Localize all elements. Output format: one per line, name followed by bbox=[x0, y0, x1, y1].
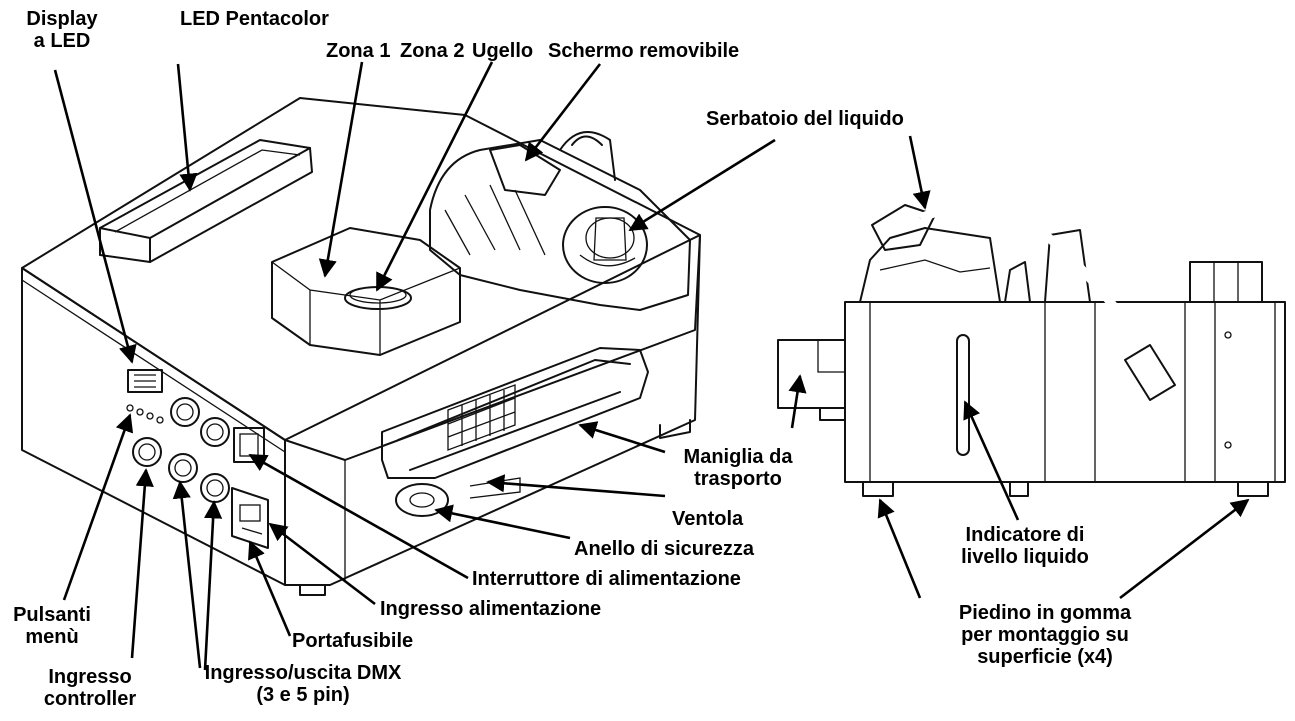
label-indicatore-line1: Indicatore di bbox=[965, 524, 1085, 546]
label-pulsanti-menu: Pulsanti menù bbox=[2, 604, 102, 648]
label-schermo-removibile: Schermo removibile bbox=[548, 40, 740, 62]
arrow-controller bbox=[130, 468, 154, 659]
label-zona1: Zona 1 bbox=[326, 40, 391, 62]
label-ingresso-alimentazione: Ingresso alimentazione bbox=[380, 598, 602, 620]
arrow-interruttore bbox=[248, 453, 469, 580]
label-display-led: Display a LED bbox=[12, 8, 112, 52]
label-pulsanti-line1: Pulsanti bbox=[13, 604, 91, 626]
label-ugello: Ugello bbox=[472, 40, 534, 62]
label-anello-sicurezza: Anello di sicurezza bbox=[574, 538, 755, 560]
label-display-line2: a LED bbox=[33, 30, 91, 52]
pointer-arrows bbox=[53, 61, 1250, 671]
arrow-schermo bbox=[524, 63, 602, 162]
label-portafusibile: Portafusibile bbox=[292, 630, 414, 652]
arrow-dmx-lower bbox=[172, 480, 202, 669]
label-piedino-line3: superficie (x4) bbox=[977, 646, 1113, 668]
label-dmx-line2: (3 e 5 pin) bbox=[256, 684, 350, 706]
arrow-indicatore bbox=[963, 400, 1020, 521]
label-zona2: Zona 2 bbox=[400, 40, 465, 62]
label-serbatoio: Serbatoio del liquido bbox=[706, 108, 904, 130]
arrow-ugello bbox=[375, 61, 494, 292]
label-dmx: Ingresso/uscita DMX (3 e 5 pin) bbox=[178, 662, 428, 706]
label-maniglia: Maniglia da trasporto bbox=[668, 446, 808, 490]
machine-side-face bbox=[284, 234, 701, 586]
arrow-piedino-right bbox=[1119, 498, 1250, 600]
arrow-piedino-left bbox=[877, 498, 922, 599]
label-interruttore: Interruttore di alimentazione bbox=[472, 568, 741, 590]
arrow-pulsanti bbox=[62, 413, 134, 601]
label-ingresso-controller: Ingresso controller bbox=[20, 666, 160, 710]
arrow-serbatoio-right bbox=[908, 135, 931, 210]
arrow-dmx-upper bbox=[203, 500, 223, 671]
arrow-portafusibile bbox=[248, 540, 292, 637]
label-maniglia-line1: Maniglia da bbox=[683, 446, 793, 468]
label-controller-line1: Ingresso bbox=[48, 666, 132, 688]
label-controller-line2: controller bbox=[43, 688, 137, 710]
label-maniglia-line2: trasporto bbox=[694, 468, 782, 490]
machine-top-surface bbox=[21, 97, 701, 461]
arrow-anello bbox=[434, 504, 571, 540]
zone1-box bbox=[271, 227, 461, 356]
label-ventola: Ventola bbox=[672, 508, 744, 530]
arrow-display bbox=[53, 69, 137, 364]
arrow-serbatoio-left bbox=[628, 138, 776, 232]
label-led-pentacolor: LED Pentacolor bbox=[180, 8, 329, 30]
label-indicatore-livello: Indicatore di livello liquido bbox=[940, 524, 1110, 568]
arrow-led-pentacolor bbox=[176, 63, 198, 192]
label-piedino-line1: Piedino in gomma bbox=[958, 602, 1132, 624]
nozzle-assembly bbox=[429, 131, 691, 311]
arrow-maniglia-right bbox=[788, 374, 807, 429]
arrow-ventola bbox=[486, 474, 666, 498]
label-piedino-line2: per montaggio su bbox=[961, 624, 1129, 646]
label-pulsanti-line2: menù bbox=[25, 626, 79, 648]
label-indicatore-line2: livello liquido bbox=[961, 546, 1089, 568]
handle-left bbox=[381, 347, 649, 517]
front-panel bbox=[126, 369, 269, 549]
machine-right-view bbox=[777, 201, 1286, 497]
machine-left-view bbox=[21, 97, 701, 596]
arrow-zona1 bbox=[318, 61, 364, 278]
label-display-line1: Display bbox=[26, 8, 98, 30]
arrow-maniglia bbox=[578, 421, 666, 454]
label-piedino-gomma: Piedino in gomma per montaggio su superf… bbox=[940, 602, 1150, 668]
label-dmx-line1: Ingresso/uscita DMX bbox=[204, 662, 402, 684]
arrow-ingresso-alimentazione bbox=[268, 522, 376, 606]
